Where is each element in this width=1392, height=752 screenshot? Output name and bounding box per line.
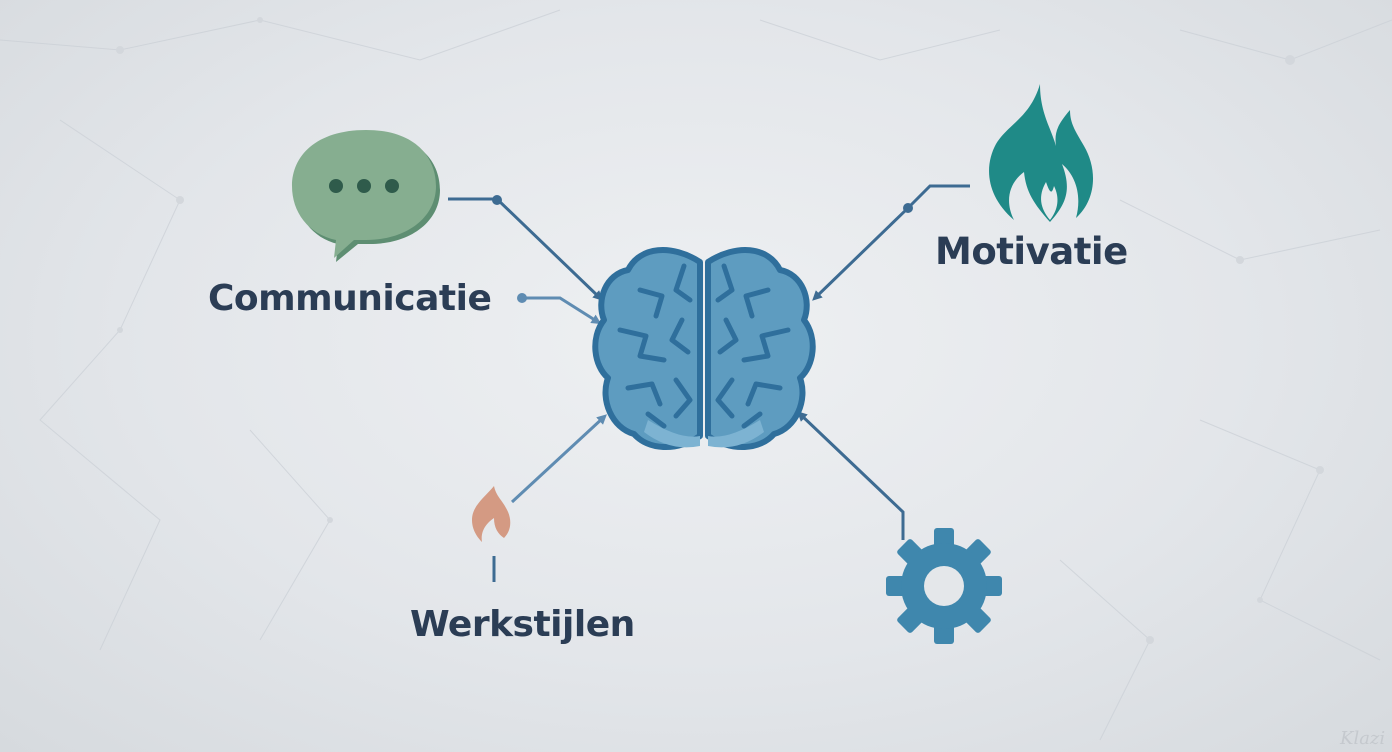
connector-motivation (812, 184, 970, 301)
motivation-label: Motivatie (935, 230, 1128, 273)
speech-bubble-icon (292, 130, 440, 262)
workstyles-label: Werkstijlen (410, 604, 635, 645)
small-flame-icon (472, 486, 511, 542)
background-nodes (116, 17, 1324, 644)
connector-workstyles (492, 414, 607, 582)
connector-settings (797, 411, 905, 540)
flame-icon (989, 84, 1094, 222)
watermark: Klazi (1340, 728, 1386, 749)
connector-communication-top (448, 195, 603, 301)
connector-communication-label (517, 293, 602, 325)
communication-label: Communicatie (208, 278, 492, 319)
gear-icon (886, 528, 1002, 644)
brain-icon (592, 247, 816, 451)
